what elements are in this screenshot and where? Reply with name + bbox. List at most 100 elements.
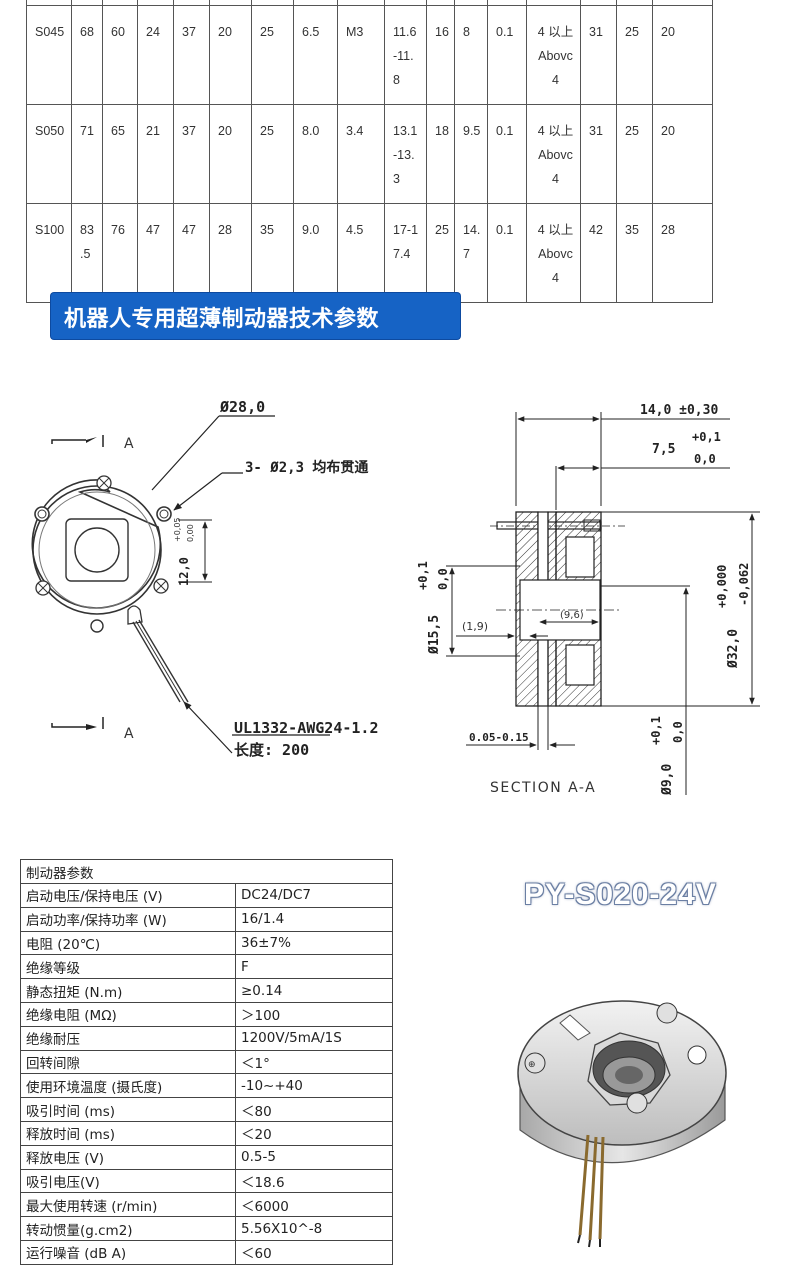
spec-cell: 31 <box>580 5 617 105</box>
param-key: 使用环境温度 (摄氏度) <box>20 1073 236 1099</box>
through-hole <box>90 619 104 633</box>
spec-cell: 11.6 -11. 8 <box>384 5 427 105</box>
through-hole <box>156 506 172 522</box>
param-row: 释放时间 (ms)＜20 <box>20 1120 393 1146</box>
dim-width: 14,0 ±0,30 <box>640 403 718 418</box>
param-key: 运行噪音 (dB A) <box>20 1239 236 1265</box>
param-value: -10~+40 <box>235 1073 393 1099</box>
param-row: 电阻 (20℃)36±7% <box>20 930 393 956</box>
cable-length: 长度: 200 <box>234 741 309 759</box>
param-key: 启动功率/保持功率 (W) <box>20 906 236 932</box>
section-line-bottom <box>51 723 86 728</box>
spec-cell: 20 <box>652 104 713 204</box>
spec-cell: 8.0 <box>293 104 338 204</box>
spec-cell: 28 <box>209 203 252 303</box>
spec-cell: 20 <box>652 5 713 105</box>
spec-cell: 47 <box>137 203 174 303</box>
dim-9-6: (9,6) <box>560 610 584 621</box>
spec-cell: 20 <box>209 104 252 204</box>
spec-cell: 37 <box>173 5 210 105</box>
spec-cell: 20 <box>209 5 252 105</box>
param-row: 释放电压 (V)0.5-5 <box>20 1144 393 1170</box>
spec-cell: 35 <box>251 203 294 303</box>
param-value: ＜80 <box>235 1097 393 1122</box>
param-value: 5.56X10^-8 <box>235 1216 393 1241</box>
spec-cell: 25 <box>251 5 294 105</box>
center-bore <box>74 527 120 573</box>
spec-cell: 0.1 <box>487 104 527 204</box>
dim-1-9: (1,9) <box>462 620 488 633</box>
param-table-header-row: 制动器参数 <box>20 859 393 884</box>
spec-cell: 25 <box>616 5 653 105</box>
param-value: 1200V/5mA/1S <box>235 1025 393 1051</box>
param-value: ＜18.6 <box>235 1168 393 1194</box>
spec-cell: 9.5 <box>454 104 488 204</box>
dim-7-5: 7,5 <box>652 442 675 457</box>
screw-icon <box>96 475 112 491</box>
param-key: 回转间隙 <box>20 1049 236 1075</box>
cable-spec: UL1332-AWG24-1.2 <box>234 719 379 737</box>
dim-32-tol-upper: +0,000 <box>715 565 729 608</box>
hex-hub <box>65 518 129 582</box>
param-row: 静态扭矩 (N.m)≥0.14 <box>20 978 393 1003</box>
spec-cell: 18 <box>426 104 455 204</box>
model-name: PY-S020-24V <box>524 878 717 911</box>
dim-15-5: Ø15,5 <box>427 615 442 655</box>
param-key: 绝缘耐压 <box>20 1025 236 1051</box>
spec-cell: M3 <box>337 5 385 105</box>
param-row: 吸引电压(V)＜18.6 <box>20 1168 393 1194</box>
spec-cell: 14. 7 <box>454 203 488 303</box>
dim-7-5-tol-lower: 0,0 <box>694 452 716 466</box>
section-line-top <box>51 439 86 444</box>
param-key: 释放时间 (ms) <box>20 1120 236 1146</box>
param-value: ≥0.14 <box>235 978 393 1003</box>
spec-cell: 76 <box>102 203 138 303</box>
param-value: ＜20 <box>235 1120 393 1146</box>
param-row: 运行噪音 (dB A)＜60 <box>20 1239 393 1265</box>
dim-32-tol-lower: -0,062 <box>737 563 751 606</box>
cable-grommet <box>127 605 143 625</box>
param-value: ＜6000 <box>235 1192 393 1218</box>
svg-text:⊕: ⊕ <box>528 1060 536 1070</box>
dim-32: Ø32,0 <box>726 629 741 669</box>
spec-cell: 3.4 <box>337 104 385 204</box>
spec-cell: 24 <box>137 5 174 105</box>
product-image: ⊕ <box>517 1000 727 1248</box>
through-hole <box>34 506 50 522</box>
spec-cell: 6.5 <box>293 5 338 105</box>
spec-model-cell: S045 <box>26 5 72 105</box>
spec-cell: 68 <box>71 5 103 105</box>
param-row: 绝缘电阻 (MΩ)＞100 <box>20 1001 393 1027</box>
param-value: 16/1.4 <box>235 906 393 932</box>
spec-cell: 4 以上 Abovc 4 <box>526 5 581 105</box>
dim-outer-diameter: Ø28,0 <box>219 398 265 416</box>
section-mark-top: A <box>124 436 134 452</box>
param-key: 静态扭矩 (N.m) <box>20 978 236 1003</box>
param-value: 0.5-5 <box>235 1144 393 1170</box>
param-value: ＜1° <box>235 1049 393 1075</box>
section-label: SECTION A-A <box>490 780 596 796</box>
spec-cell: 60 <box>102 5 138 105</box>
param-row: 启动功率/保持功率 (W)16/1.4 <box>20 906 393 932</box>
spec-cell: 31 <box>580 104 617 204</box>
spec-cell: 8 <box>454 5 488 105</box>
param-row: 使用环境温度 (摄氏度)-10~+40 <box>20 1073 393 1099</box>
param-row: 转动惯量(g.cm2)5.56X10^-8 <box>20 1216 393 1241</box>
spec-cell: 25 <box>616 104 653 204</box>
param-value: ＜60 <box>235 1239 393 1265</box>
brake-body-outline <box>31 479 162 609</box>
spec-cell: 42 <box>580 203 617 303</box>
spec-cell: 16 <box>426 5 455 105</box>
spec-cell: 25 <box>251 104 294 204</box>
param-key: 释放电压 (V) <box>20 1144 236 1170</box>
technical-drawing: A A <box>31 398 760 796</box>
spec-cell: 0.1 <box>487 203 527 303</box>
spec-cell: 4 以上 Abovc 4 <box>526 104 581 204</box>
dim-12-tol-lower: 0,00 <box>186 524 195 542</box>
